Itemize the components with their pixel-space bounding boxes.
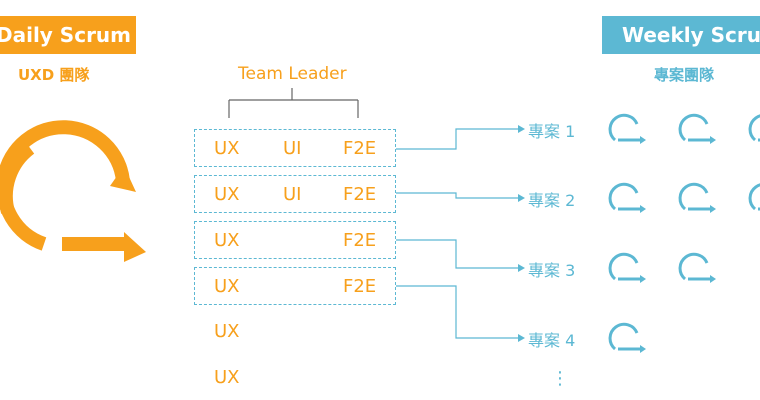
role-f2e: F2E xyxy=(343,184,377,205)
role-ux: UX xyxy=(214,184,240,205)
team-row-4 xyxy=(194,267,396,305)
role-ui: UI xyxy=(283,138,302,159)
weekly-cycle-icons xyxy=(608,113,760,353)
project-connectors xyxy=(396,128,518,339)
daily-cycle-arrowhead-right xyxy=(124,232,146,262)
more-projects-ellipsis: ⋮ xyxy=(551,368,569,389)
weekly-cycle-icon xyxy=(608,322,646,353)
role-ux: UX xyxy=(214,230,240,251)
role-ux: UX xyxy=(214,138,240,159)
daily-cycle-icon xyxy=(0,120,130,251)
weekly-cycle-icon xyxy=(748,114,760,142)
team-leader-bracket xyxy=(228,88,359,118)
uxd-team-label: UXD 團隊 xyxy=(18,66,90,84)
project-label-1: 專案 1 xyxy=(528,122,576,141)
role-f2e: F2E xyxy=(343,276,377,297)
role-ux: UX xyxy=(214,276,240,297)
role-ux-unassigned: UX xyxy=(214,367,240,388)
role-f2e: F2E xyxy=(343,138,377,159)
role-f2e: F2E xyxy=(343,230,377,251)
weekly-cycle-icon xyxy=(678,182,716,213)
role-ux-unassigned: UX xyxy=(214,321,240,342)
weekly-cycle-icon xyxy=(748,183,760,211)
weekly-cycle-icon xyxy=(608,113,646,144)
team-row-2 xyxy=(194,175,396,213)
connector-arrowheads xyxy=(518,125,525,342)
weekly-cycle-icon xyxy=(678,113,716,144)
team-leader-label: Team Leader xyxy=(238,64,347,84)
daily-scrum-banner: Daily Scrum xyxy=(0,16,136,54)
team-row-3 xyxy=(194,221,396,259)
weekly-cycle-icon xyxy=(678,252,716,283)
project-team-label: 專案團隊 xyxy=(654,66,715,84)
team-row-1 xyxy=(194,129,396,167)
weekly-cycle-icon xyxy=(608,182,646,213)
daily-cycle-arrowhead-up xyxy=(110,166,136,192)
role-ui: UI xyxy=(283,184,302,205)
project-label-3: 專案 3 xyxy=(528,261,576,280)
weekly-cycle-icon xyxy=(608,252,646,283)
project-label-4: 專案 4 xyxy=(528,331,576,350)
weekly-scrum-banner: Weekly Scrum xyxy=(602,16,760,54)
project-label-2: 專案 2 xyxy=(528,191,576,210)
